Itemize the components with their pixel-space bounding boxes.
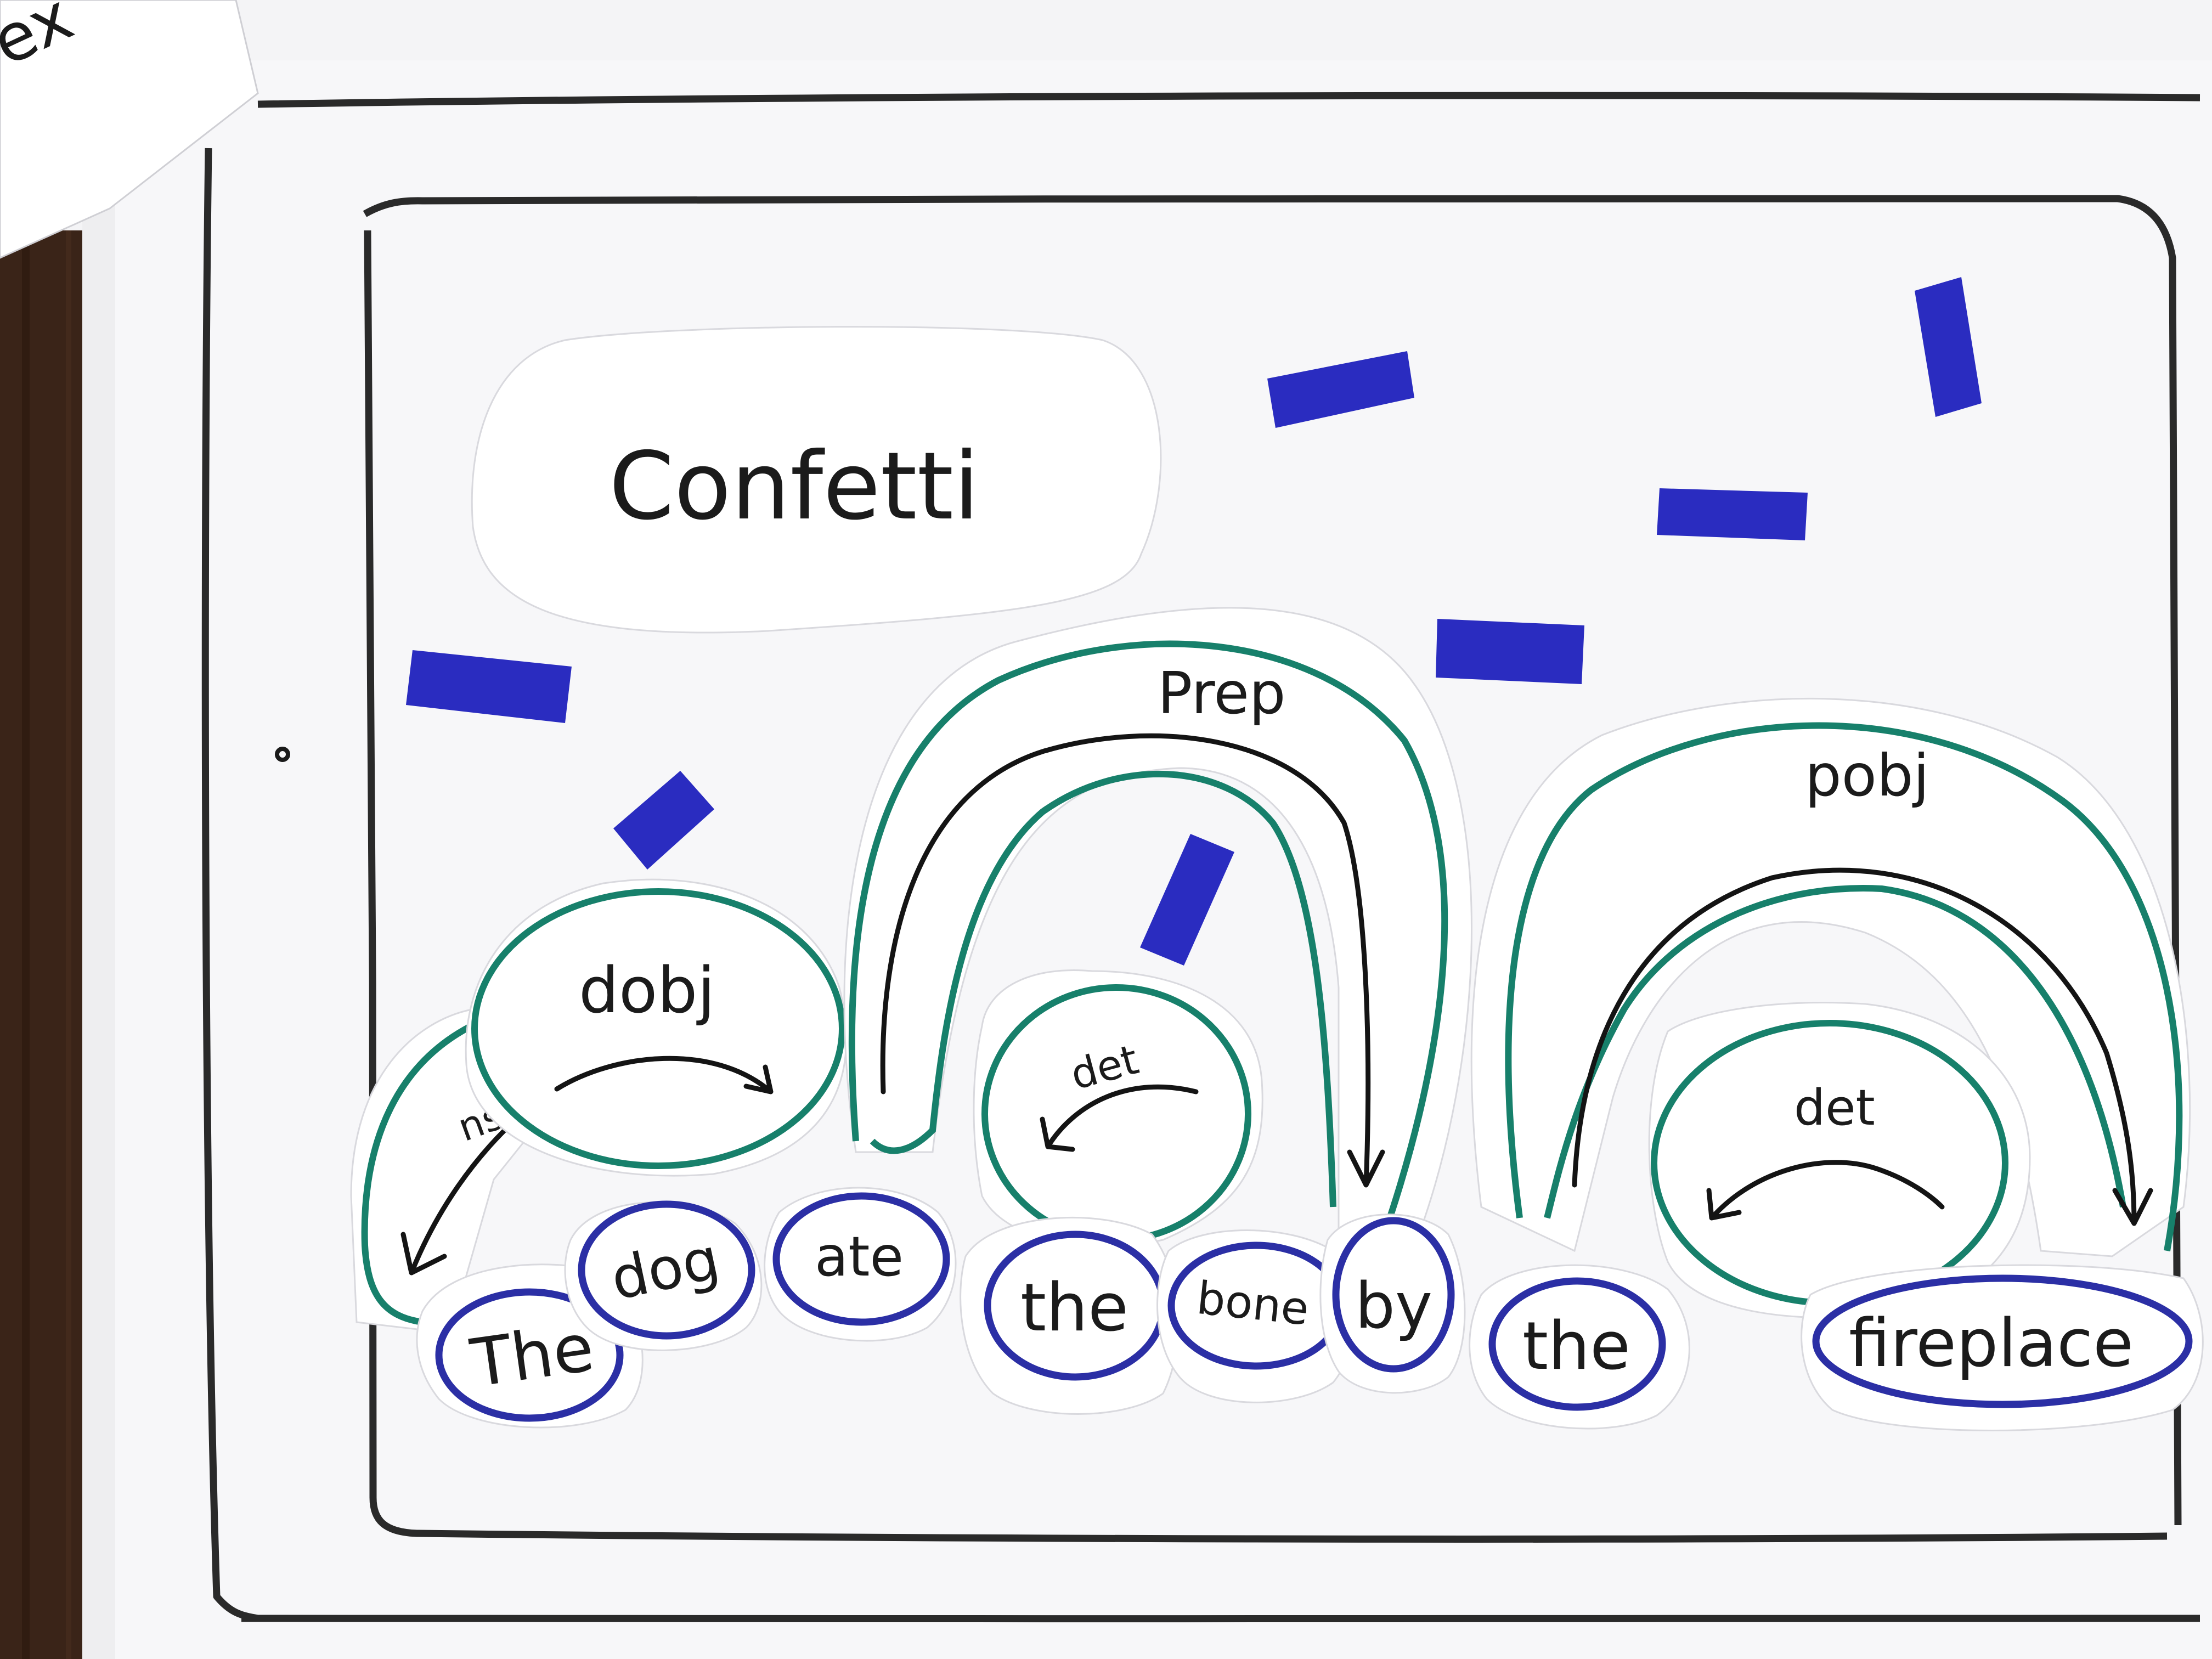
stray-dot-mark <box>275 747 290 762</box>
confetti-piece <box>1915 277 1982 417</box>
word-token-ate-text: ate <box>815 1224 904 1289</box>
word-token-dog[interactable]: dog <box>564 1200 763 1351</box>
arc-prep: Prep <box>843 607 1472 1235</box>
word-token-the-3[interactable]: the <box>1469 1264 1690 1430</box>
word-token-the-2[interactable]: the <box>960 1216 1180 1415</box>
word-token-ate[interactable]: ate <box>764 1187 957 1342</box>
word-token-the-3-text: the <box>1522 1308 1630 1385</box>
word-token-the-2-text: the <box>1020 1270 1128 1346</box>
confetti-piece <box>406 650 572 723</box>
word-token-the-1-text: The <box>466 1310 598 1402</box>
word-token-by-text: by <box>1355 1269 1432 1343</box>
confetti-pieces <box>406 277 1982 966</box>
word-token-fireplace[interactable]: fireplace <box>1801 1264 2204 1431</box>
app-title-bubble: Confetti <box>471 326 1162 634</box>
arc-det-first: det <box>973 969 1263 1247</box>
outer-frame <box>201 92 2200 1623</box>
arc-det-second-label: det <box>1794 1079 1875 1137</box>
corner-note-card: ex <box>0 0 259 259</box>
confetti-piece <box>1436 619 1584 684</box>
confetti-piece <box>1140 834 1234 966</box>
word-token-by[interactable]: by <box>1319 1214 1466 1394</box>
confetti-piece <box>1657 488 1808 540</box>
inner-frame <box>363 194 2182 1543</box>
word-token-fireplace-text: fireplace <box>1849 1306 2134 1382</box>
arc-dobj: dobj <box>465 878 848 1177</box>
confetti-piece <box>613 771 714 870</box>
arc-dobj-label: dobj <box>579 954 715 1028</box>
arc-pobj-label: pobj <box>1805 742 1929 809</box>
confetti-piece <box>1267 351 1414 428</box>
arc-prep-label: Prep <box>1158 660 1286 727</box>
app-title-text: Confetti <box>609 432 979 541</box>
word-token-bone-text: bone <box>1194 1272 1311 1336</box>
arc-pobj: pobj <box>1470 697 2191 1257</box>
